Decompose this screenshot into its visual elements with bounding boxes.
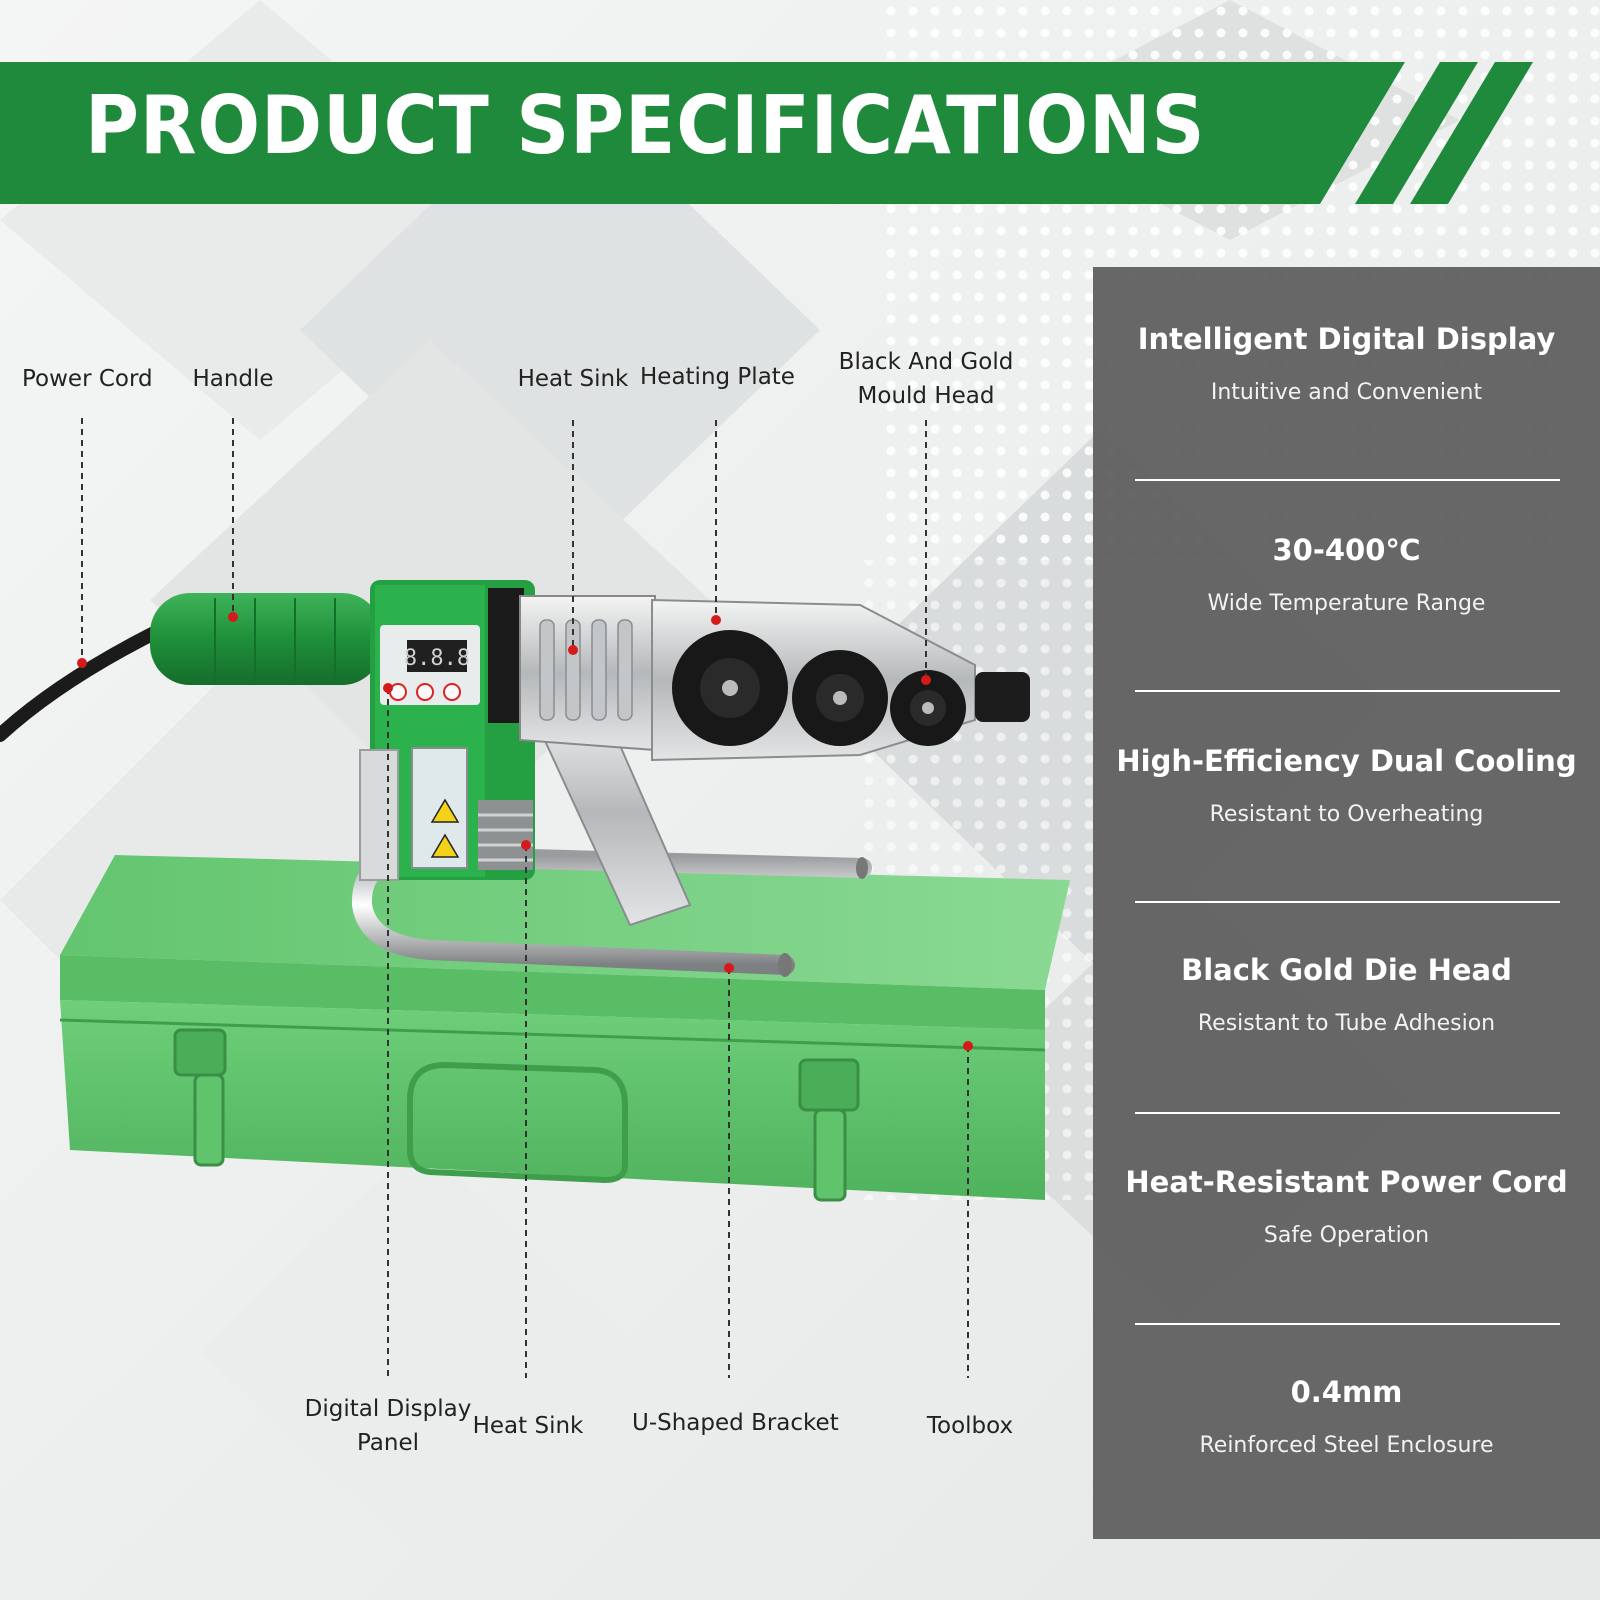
page-title: PRODUCT SPECIFICATIONS bbox=[85, 79, 1206, 172]
feature-item: Black Gold Die Head Resistant to Tube Ad… bbox=[1093, 953, 1600, 1036]
marker-handle bbox=[228, 612, 238, 622]
feature-title: High-Efficiency Dual Cooling bbox=[1116, 744, 1577, 778]
feature-item: 0.4mm Reinforced Steel Enclosure bbox=[1093, 1375, 1600, 1458]
marker-bracket bbox=[724, 963, 734, 973]
divider bbox=[1135, 1112, 1560, 1114]
feature-title: Black Gold Die Head bbox=[1181, 953, 1512, 987]
feature-desc: Resistant to Overheating bbox=[1209, 802, 1484, 827]
plate-tip bbox=[975, 672, 1030, 722]
label-heat-sink-bottom: Heat Sink bbox=[472, 1413, 584, 1439]
side-grill bbox=[359, 749, 399, 881]
feature-title: Intelligent Digital Display bbox=[1137, 322, 1556, 356]
divider bbox=[1135, 901, 1560, 903]
marker-heat-sink-bottom bbox=[521, 840, 531, 850]
marker-mould-head bbox=[921, 675, 931, 685]
callout-lines bbox=[77, 418, 973, 1378]
divider bbox=[1135, 690, 1560, 692]
toolbox-lid bbox=[60, 855, 1070, 990]
label-mould-head: Black And Gold Mould Head bbox=[838, 345, 1014, 413]
display-readout: 8.8.8 bbox=[404, 646, 470, 671]
label-toolbox: Toolbox bbox=[926, 1413, 1014, 1439]
feature-item: High-Efficiency Dual Cooling Resistant t… bbox=[1093, 744, 1600, 827]
heat-sink-fins bbox=[478, 800, 533, 870]
feature-desc: Resistant to Tube Adhesion bbox=[1197, 1011, 1496, 1036]
label-display-line1: Digital Display bbox=[304, 1396, 472, 1422]
divider bbox=[1135, 1323, 1560, 1325]
feature-item: Heat-Resistant Power Cord Safe Operation bbox=[1093, 1165, 1600, 1248]
label-display-line2: Panel bbox=[356, 1430, 420, 1456]
banner-bar bbox=[0, 62, 1405, 204]
feature-desc: Safe Operation bbox=[1263, 1223, 1430, 1248]
feature-item: Intelligent Digital Display Intuitive an… bbox=[1093, 322, 1600, 405]
handle bbox=[150, 593, 382, 685]
feature-desc: Wide Temperature Range bbox=[1207, 591, 1486, 616]
label-mould-head-line2: Mould Head bbox=[857, 383, 995, 409]
toolbox bbox=[59, 855, 1070, 1202]
banner-stripe bbox=[1410, 62, 1533, 204]
toolbox-front bbox=[60, 1000, 1045, 1200]
product-image: 8.8.8 bbox=[0, 580, 1070, 1202]
feature-desc: Intuitive and Convenient bbox=[1210, 380, 1483, 405]
feature-desc: Reinforced Steel Enclosure bbox=[1199, 1433, 1494, 1458]
banner-stripe bbox=[1355, 62, 1478, 204]
feature-title: 30-400℃ bbox=[1272, 533, 1421, 567]
header-banner bbox=[0, 62, 1533, 204]
divider bbox=[1135, 479, 1560, 481]
label-heat-sink-top: Heat Sink bbox=[517, 366, 629, 392]
feature-title: Heat-Resistant Power Cord bbox=[1125, 1165, 1568, 1199]
toolbox-handle bbox=[407, 1061, 628, 1184]
marker-heating-plate bbox=[711, 615, 721, 625]
feature-title: 0.4mm bbox=[1290, 1375, 1403, 1409]
heat-sink bbox=[519, 595, 656, 752]
label-power-cord: Power Cord bbox=[22, 366, 153, 392]
mould-heads bbox=[672, 630, 966, 746]
label-handle: Handle bbox=[192, 366, 274, 392]
marker-heat-sink bbox=[568, 645, 578, 655]
label-u-shaped-bracket: U-Shaped Bracket bbox=[632, 1410, 839, 1436]
features-panel: Intelligent Digital Display Intuitive an… bbox=[1093, 267, 1600, 1539]
marker-display-panel bbox=[383, 683, 393, 693]
marker-toolbox bbox=[963, 1041, 973, 1051]
label-heating-plate: Heating Plate bbox=[640, 364, 795, 390]
label-mould-head-line1: Black And Gold bbox=[838, 349, 1014, 375]
marker-power-cord bbox=[77, 658, 87, 668]
digital-display bbox=[407, 640, 467, 672]
label-digital-display-panel: Digital Display Panel bbox=[302, 1392, 474, 1460]
power-cord bbox=[0, 623, 167, 742]
feature-item: 30-400℃ Wide Temperature Range bbox=[1093, 533, 1600, 616]
